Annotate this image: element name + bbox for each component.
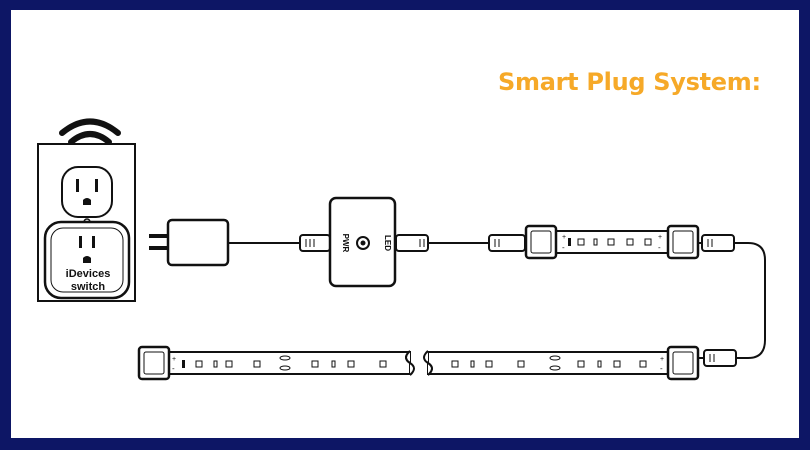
svg-text:-: - — [658, 243, 661, 252]
strip-plus-label: + — [562, 234, 566, 241]
svg-text:+: + — [658, 234, 662, 241]
adapter-cable — [228, 234, 331, 252]
controller-led-label: LED — [383, 235, 392, 251]
controller-cable — [395, 234, 526, 252]
svg-text:+: + — [172, 356, 176, 363]
led-strip-lower: + - + - — [137, 345, 700, 381]
led-controller: PWR LED — [328, 196, 397, 288]
power-adapter-icon — [149, 218, 230, 267]
idevices-switch: iDevices switch — [43, 220, 131, 300]
switch-brand-label: iDevices — [66, 268, 111, 280]
diagram-title: Smart Plug System: — [498, 68, 761, 96]
svg-text:+: + — [660, 356, 664, 363]
strip-minus-label: - — [562, 243, 565, 252]
led-strip-upper: + - + - — [524, 224, 700, 260]
jumper-cable — [698, 234, 766, 367]
wall-outlet-plate: iDevices switch — [37, 143, 136, 302]
controller-pwr-label: PWR — [341, 234, 350, 253]
svg-text:-: - — [660, 364, 663, 373]
svg-text:-: - — [172, 364, 175, 373]
switch-type-label: switch — [71, 281, 106, 293]
